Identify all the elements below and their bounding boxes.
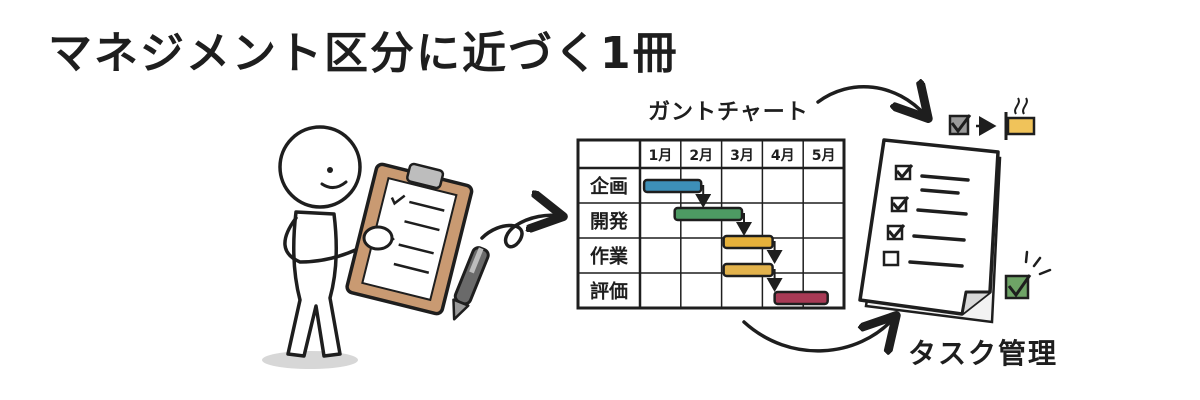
- page-curl: [960, 290, 990, 315]
- gantt-dependency-arrow: [736, 213, 752, 236]
- figure-smile: [320, 180, 348, 189]
- figure-eye: [327, 167, 333, 173]
- figure-head: [278, 125, 362, 209]
- gantt-bar: [722, 234, 774, 250]
- gantt-caption: ガントチャート: [648, 100, 809, 125]
- gantt-month-label: 1月: [649, 148, 673, 164]
- green-checkbox-icon: [1004, 250, 1052, 300]
- gantt-row-label: 企画: [589, 175, 628, 198]
- doc-checkbox-4: [882, 250, 900, 267]
- gantt-dependency-arrow: [766, 241, 783, 264]
- checked-box-icon: [948, 114, 970, 136]
- check-mark-icon: [895, 164, 914, 180]
- gantt-dependency-arrows: [695, 185, 783, 292]
- figure-shadow: [262, 351, 358, 369]
- gantt-bar: [673, 206, 744, 222]
- check-mark-icon: [891, 196, 910, 212]
- task-caption: タスク管理: [908, 337, 1059, 370]
- gantt-month-label: 2月: [689, 148, 713, 164]
- swirl-arrow: [480, 215, 560, 249]
- checkbox-to-flag: [948, 97, 1036, 140]
- clipboard: [345, 162, 474, 316]
- gantt-row-label: 評価: [590, 280, 628, 303]
- gantt-row-label: 作業: [590, 245, 629, 268]
- gantt-row-label: 開発: [590, 210, 629, 233]
- gantt-month-label: 5月: [812, 148, 836, 164]
- gantt-bar: [642, 178, 703, 194]
- arrow-gantt-to-tasks: [816, 87, 926, 116]
- page-title: マネジメント区分に近づく1冊: [48, 28, 679, 79]
- pen-icon: [452, 246, 490, 321]
- check-mark-icon: [887, 224, 906, 240]
- gantt-bar: [722, 262, 774, 278]
- arrow-bottom-to-tasks: [742, 318, 894, 351]
- gantt-bar: [773, 290, 829, 306]
- flag-icon: [1006, 116, 1036, 136]
- gantt-month-label: 4月: [771, 148, 795, 164]
- person-figure: [262, 125, 380, 369]
- figure-body: [286, 210, 342, 358]
- gantt-bars: [642, 178, 829, 306]
- gantt-dependency-arrow: [695, 185, 712, 208]
- figure-hand: [362, 225, 394, 251]
- task-document: [858, 138, 1002, 324]
- gantt-month-label: 3月: [730, 148, 754, 164]
- gantt-dependency-arrow: [766, 269, 783, 292]
- clipboard-check-1: [390, 194, 406, 206]
- gantt-grid: [578, 140, 844, 308]
